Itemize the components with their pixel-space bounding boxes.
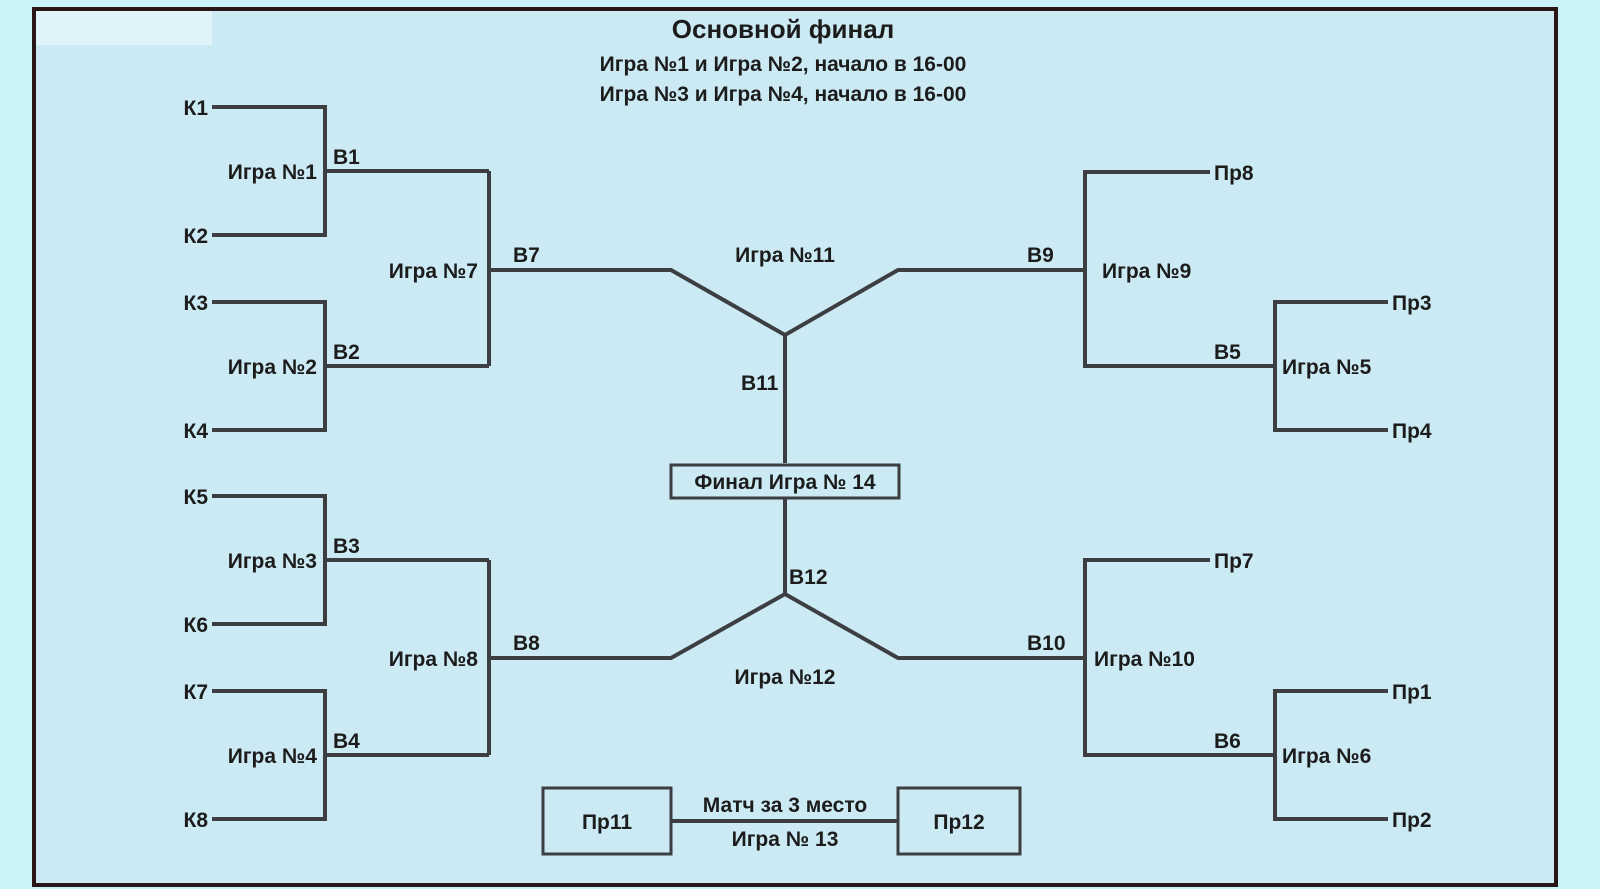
winner-b4: В4: [333, 730, 360, 753]
third-place-pr11: Пр11: [582, 811, 632, 834]
final-game-label: Финал Игра № 14: [694, 471, 875, 494]
winner-b12: В12: [789, 566, 828, 589]
game-label-7: Игра №7: [389, 260, 478, 283]
bracket-line-game4: [212, 689, 489, 821]
winner-b6: В6: [1214, 730, 1241, 753]
participant-pr4: Пр4: [1392, 420, 1432, 443]
game-label-5: Игра №5: [1282, 356, 1372, 379]
bracket-line-game8: [487, 560, 1085, 755]
third-place-box-right: [896, 786, 1022, 856]
participant-k1: К1: [184, 97, 209, 120]
bracket-line-game10: [1083, 558, 1275, 757]
game-label-10: Игра №10: [1094, 648, 1195, 671]
bracket-frame: [32, 7, 1558, 887]
participant-k5: К5: [184, 486, 209, 509]
bracket-title: Основной финал: [672, 14, 894, 44]
game-label-1: Игра №1: [228, 161, 318, 184]
participant-pr7: Пр7: [1214, 550, 1254, 573]
participant-k8: К8: [184, 809, 209, 832]
participant-pr1: Пр1: [1392, 681, 1432, 704]
participant-k6: К6: [184, 614, 209, 637]
bracket-line-game2: [212, 300, 489, 432]
bracket-line-game6: [1273, 689, 1388, 821]
game-label-13: Игра № 13: [732, 828, 839, 851]
winner-b8: В8: [513, 632, 540, 655]
game-label-4: Игра №4: [228, 745, 318, 768]
winner-b1: В1: [333, 146, 360, 169]
corner-patch: [36, 11, 212, 45]
game-label-11: Игра №11: [735, 244, 835, 267]
bracket-line-game5: [1273, 300, 1388, 432]
winner-b5: В5: [1214, 341, 1241, 364]
game-label-6: Игра №6: [1282, 745, 1371, 768]
winner-b3: В3: [333, 535, 360, 558]
game-label-8: Игра №8: [389, 648, 479, 671]
winner-b7: В7: [513, 244, 540, 267]
winner-b9: В9: [1027, 244, 1054, 267]
third-place-pr12: Пр12: [933, 811, 984, 834]
bracket-line-game3: [212, 494, 489, 626]
bracket-line-game1: [212, 105, 489, 237]
game-label-12: Игра №12: [735, 666, 836, 689]
schedule-line-2: Игра №3 и Игра №4, начало в 16-00: [600, 83, 967, 106]
bracket-line-game9: [1083, 170, 1275, 368]
participant-pr3: Пр3: [1392, 292, 1432, 315]
participant-k4: К4: [184, 420, 209, 443]
participant-k3: К3: [184, 292, 209, 315]
schedule-line-1: Игра №1 и Игра №2, начало в 16-00: [600, 53, 967, 76]
winner-b11: В11: [741, 372, 779, 395]
winner-b2: В2: [333, 341, 360, 364]
winner-b10: В10: [1027, 632, 1066, 655]
game-label-2: Игра №2: [228, 356, 317, 379]
game-label-9: Игра №9: [1102, 260, 1191, 283]
participant-pr2: Пр2: [1392, 809, 1432, 832]
game-label-3: Игра №3: [228, 550, 317, 573]
participant-k2: К2: [184, 225, 209, 248]
participant-pr8: Пр8: [1214, 162, 1254, 185]
third-place-label: Матч за 3 место: [703, 794, 867, 817]
participant-k7: К7: [184, 681, 209, 704]
